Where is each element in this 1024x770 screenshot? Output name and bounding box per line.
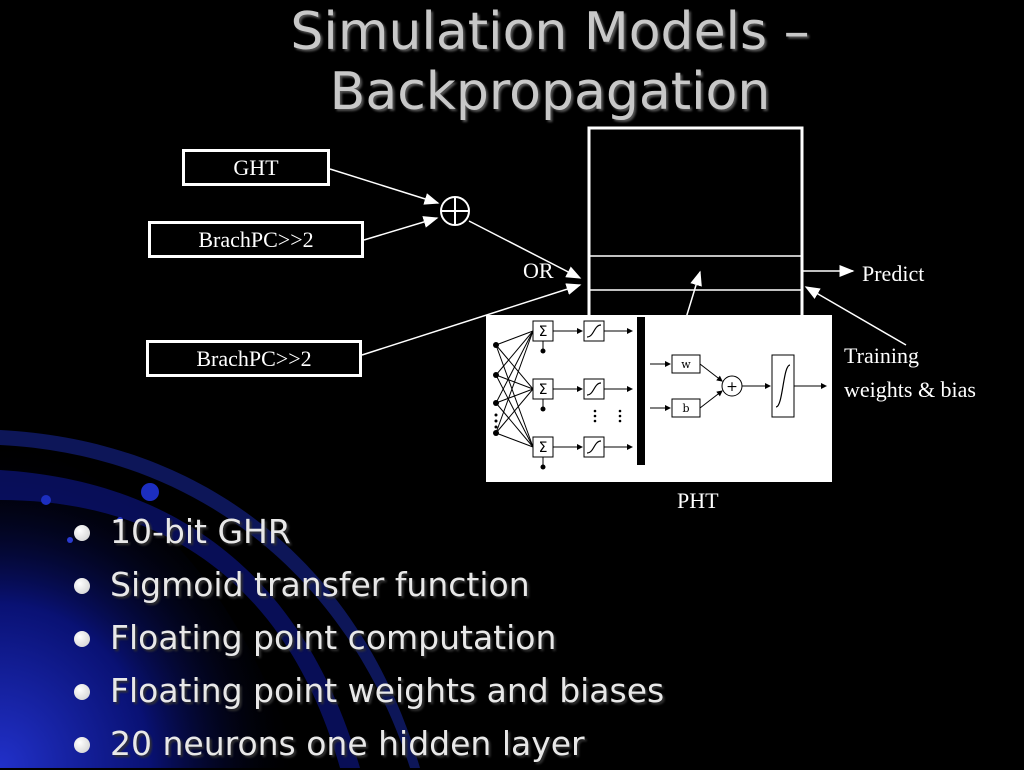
ght-to-xor-arrow	[329, 168, 440, 205]
bullet-dot-icon	[74, 684, 90, 700]
training-label-1: Training	[844, 343, 919, 368]
title-line-2: Backpropagation	[329, 62, 771, 122]
ght-box: GHT	[182, 149, 330, 186]
or-label: OR	[523, 258, 554, 283]
brachpc-label-2: BrachPC>>2	[196, 345, 312, 371]
brachpc-box-1: BrachPC>>2	[148, 221, 364, 258]
bullet-list: 10-bit GHR Sigmoid transfer function Flo…	[70, 505, 664, 770]
nn-b-label: b	[682, 402, 689, 415]
bullet-dot-icon	[74, 631, 90, 647]
bullet-item: Sigmoid transfer function	[70, 558, 664, 611]
svg-text:Σ: Σ	[539, 440, 548, 456]
predict-label: Predict	[862, 261, 925, 286]
title-line-1: Simulation Models –	[290, 2, 810, 62]
nn-to-pht-arrow	[685, 270, 702, 319]
ght-label: GHT	[233, 154, 279, 180]
training-label-2: weights & bias	[844, 377, 976, 402]
bullet-item: 10-bit GHR	[70, 505, 664, 558]
neural-network-figure: Σ Σ Σ	[486, 315, 832, 482]
bullet-item: Floating point weights and biases	[70, 664, 664, 717]
brachpc-label-1: BrachPC>>2	[198, 226, 314, 252]
bullet-item: 20 neurons one hidden layer	[70, 717, 664, 770]
xor-icon	[440, 196, 470, 226]
pc2-to-pht-arrow	[361, 283, 582, 356]
training-arrow	[804, 286, 907, 346]
bullet-dot-icon	[74, 737, 90, 753]
svg-text:+: +	[726, 379, 738, 395]
svg-text:Σ: Σ	[539, 382, 548, 398]
svg-text:Σ: Σ	[539, 324, 548, 340]
nn-w-label: w	[681, 358, 691, 371]
xor-to-pht-arrow	[468, 220, 582, 279]
bullet-dot-icon	[74, 578, 90, 594]
pht-label: PHT	[677, 488, 719, 513]
bullet-dot-icon	[74, 525, 90, 541]
slide-title: Simulation Models – Backpropagation	[120, 2, 980, 122]
brachpc-box-2: BrachPC>>2	[146, 340, 362, 377]
neural-network-diagram: Σ Σ Σ	[493, 317, 827, 470]
pht-table	[587, 126, 804, 330]
bullet-item: Floating point computation	[70, 611, 664, 664]
pc-to-xor-arrow	[363, 216, 439, 241]
